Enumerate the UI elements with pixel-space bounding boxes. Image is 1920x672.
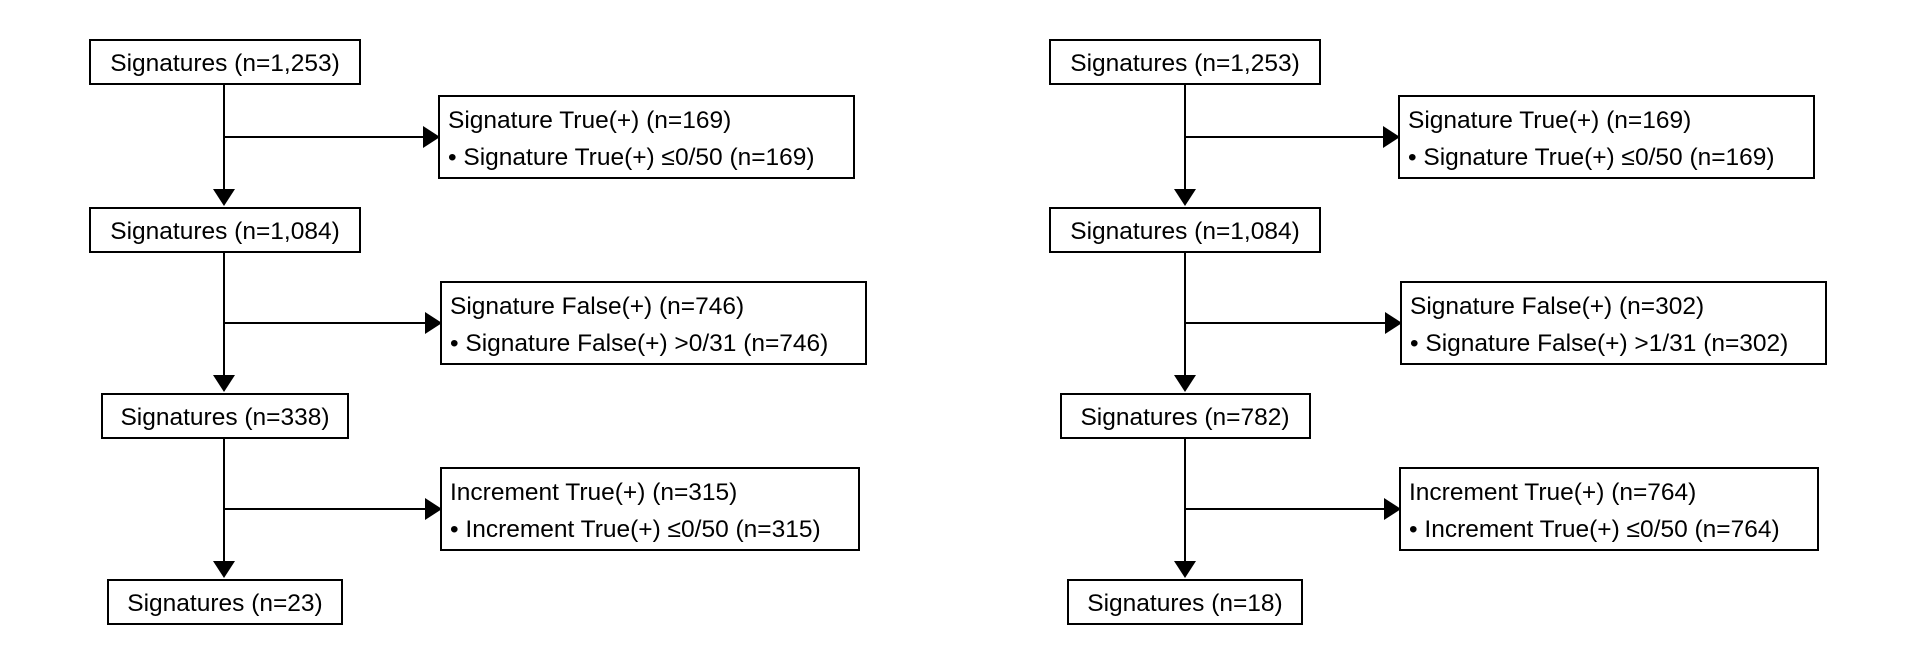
arrowhead-down [1174,189,1196,206]
flowchart-right: Signatures (n=1,253) Signatures (n=1,084… [1049,39,1827,625]
exclusion-box: Increment True(+) (n=764) • Increment Tr… [1399,467,1819,551]
exclusion-box: Signature False(+) (n=746) • Signature F… [440,281,867,365]
main-box-frame [1067,579,1303,625]
main-box-frame [1049,39,1321,85]
exclusion-box-frame [438,95,855,179]
arrowhead-down [1174,375,1196,392]
exclusion-title: Increment True(+) (n=764) [1409,479,1696,506]
exclusion-title: Signature True(+) (n=169) [448,107,731,134]
exclusion-detail: • Signature False(+) >0/31 (n=746) [450,330,828,357]
exclusion-detail: • Signature True(+) ≤0/50 (n=169) [448,144,815,171]
arrowhead-right [423,126,440,148]
arrowhead-right [425,312,442,334]
exclusion-box-frame [1398,95,1815,179]
exclusion-box-frame [1399,467,1819,551]
main-box-label: Signatures (n=782) [1080,404,1289,431]
main-box-label: Signatures (n=1,253) [1070,50,1300,77]
main-box: Signatures (n=18) [1067,579,1303,625]
arrowhead-down [213,375,235,392]
arrowhead-down [213,561,235,578]
arrowhead-down [213,189,235,206]
exclusion-box-frame [440,467,860,551]
main-box: Signatures (n=782) [1060,393,1311,439]
exclusion-title: Signature True(+) (n=169) [1408,107,1691,134]
arrowhead-right [1383,126,1400,148]
main-box: Signatures (n=1,084) [89,207,361,253]
main-box-label: Signatures (n=18) [1087,590,1282,617]
exclusion-title: Signature False(+) (n=302) [1410,293,1704,320]
exclusion-box-frame [1400,281,1827,365]
exclusion-box: Signature True(+) (n=169) • Signature Tr… [1398,95,1815,179]
exclusion-detail: • Increment True(+) ≤0/50 (n=315) [450,516,821,543]
main-box: Signatures (n=1,253) [89,39,361,85]
arrowhead-right [1384,498,1401,520]
main-box-label: Signatures (n=1,253) [110,50,340,77]
main-box-frame [101,393,349,439]
main-box: Signatures (n=1,253) [1049,39,1321,85]
main-box: Signatures (n=23) [107,579,343,625]
exclusion-detail: • Signature False(+) >1/31 (n=302) [1410,330,1788,357]
main-box-label: Signatures (n=338) [120,404,329,431]
exclusion-title: Increment True(+) (n=315) [450,479,737,506]
exclusion-detail: • Increment True(+) ≤0/50 (n=764) [1409,516,1780,543]
exclusion-box: Signature True(+) (n=169) • Signature Tr… [438,95,855,179]
main-box-frame [107,579,343,625]
main-box-frame [89,39,361,85]
main-box: Signatures (n=1,084) [1049,207,1321,253]
exclusion-box: Signature False(+) (n=302) • Signature F… [1400,281,1827,365]
arrowhead-right [1385,312,1402,334]
main-box-label: Signatures (n=23) [127,590,322,617]
arrowhead-right [425,498,442,520]
exclusion-box: Increment True(+) (n=315) • Increment Tr… [440,467,860,551]
arrowhead-down [1174,561,1196,578]
exclusion-box-frame [440,281,867,365]
main-box-frame [89,207,361,253]
main-box-label: Signatures (n=1,084) [110,218,340,245]
main-box-frame [1060,393,1311,439]
exclusion-title: Signature False(+) (n=746) [450,293,744,320]
flowchart-left: Signatures (n=1,253) Signatures (n=1,084… [89,39,867,625]
exclusion-detail: • Signature True(+) ≤0/50 (n=169) [1408,144,1775,171]
main-box: Signatures (n=338) [101,393,349,439]
main-box-label: Signatures (n=1,084) [1070,218,1300,245]
main-box-frame [1049,207,1321,253]
